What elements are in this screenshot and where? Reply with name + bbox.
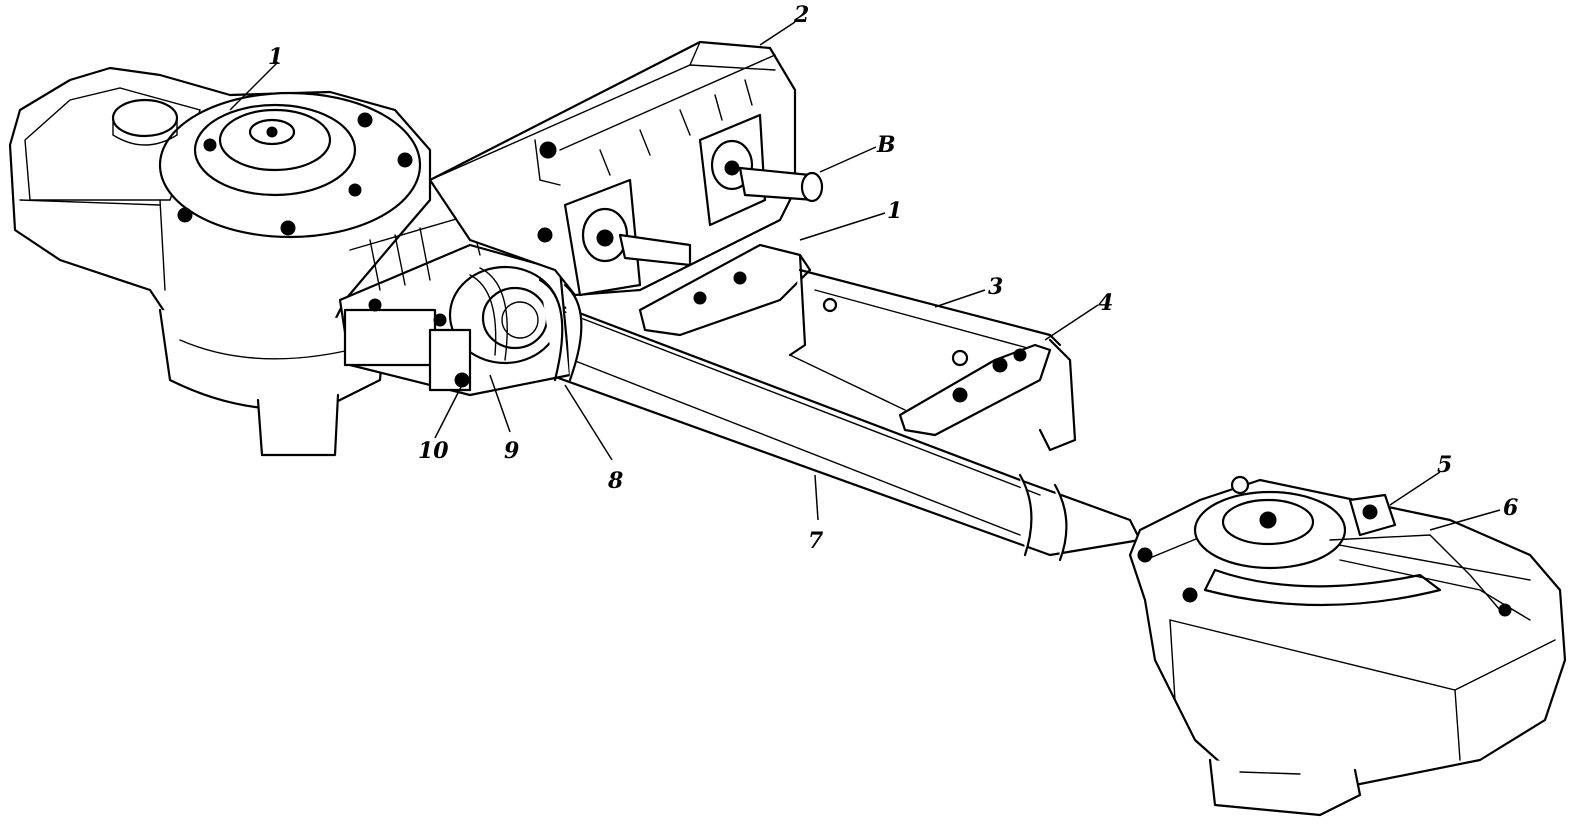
right-gearbox-housing xyxy=(1128,475,1567,817)
control-box xyxy=(428,40,824,297)
clamp-assembly xyxy=(338,214,583,397)
callout-b-shaft: B xyxy=(876,132,896,158)
callout-9-clamp: 9 xyxy=(504,438,519,464)
callout-3-rail: 3 xyxy=(988,274,1003,300)
callouts: 1 2 B 1 3 4 5 6 7 8 9 10 xyxy=(268,2,1518,554)
callout-8-collar: 8 xyxy=(607,468,623,494)
callout-2-control-box: 2 xyxy=(793,2,809,28)
callout-10-bolt: 10 xyxy=(418,438,449,464)
callout-1-left-housing: 1 xyxy=(268,44,283,70)
callout-5-right-housing: 5 xyxy=(1437,452,1452,478)
callout-4-plate: 4 xyxy=(1098,290,1113,316)
callout-1-bracket: 1 xyxy=(887,198,902,224)
mounting-bracket xyxy=(638,243,1077,452)
callout-6-linkage: 6 xyxy=(1503,495,1518,521)
leader-lines xyxy=(229,21,1501,531)
callout-7-tube: 7 xyxy=(808,528,824,554)
left-gearbox-housing xyxy=(8,66,432,457)
